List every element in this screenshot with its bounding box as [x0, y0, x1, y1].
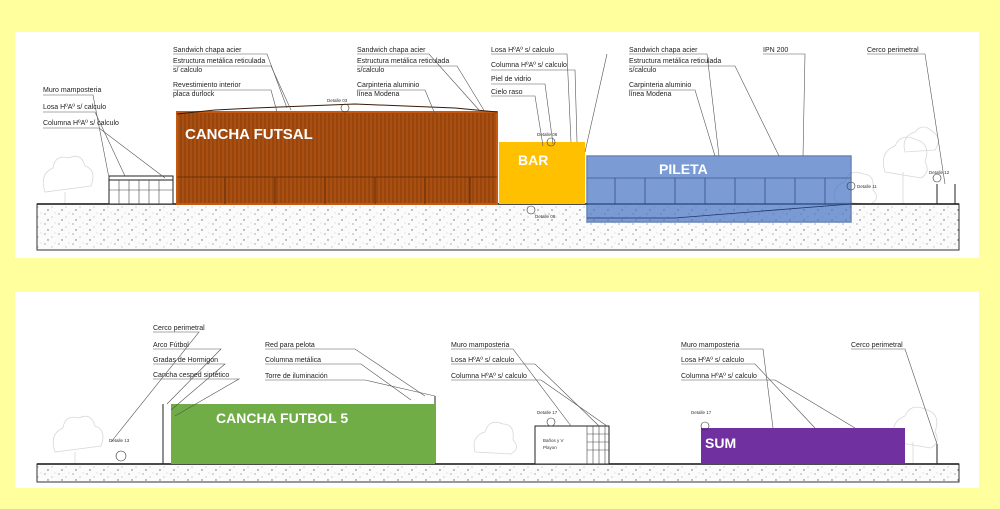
- label-cerco-left: Cerco perimetral: [153, 325, 205, 332]
- label-sandwich: Sandwich chapa acier: [173, 47, 242, 54]
- detail-11: Detalle 11: [857, 184, 877, 189]
- annotation-labels-bottom: Cerco perimetral Arco Fútbol Gradas de H…: [153, 325, 903, 380]
- zone-cancha-futbol-5[interactable]: CANCHA FUTBOL 5: [162, 396, 436, 464]
- label-modena-3: línea Modena: [629, 91, 672, 98]
- label-columna-mid: Columna HºAº s/ calculo: [451, 373, 527, 380]
- annotation-labels-top: Muro mamposteria Losa HºAº s/ calculo Co…: [43, 47, 919, 127]
- label-columna-bar: Columna HºAº s/ calculo: [491, 62, 567, 69]
- label-estructura-calc: s/ calculo: [173, 67, 202, 74]
- label-columna-right: Columna HºAº s/ calculo: [681, 373, 757, 380]
- label-modena: línea Modena: [357, 91, 400, 98]
- detail-06: Detalle 06: [537, 132, 558, 137]
- label-losa-bar: Losa HºAº s/ calculo: [491, 47, 554, 54]
- zone-label-futsal: CANCHA FUTSAL: [185, 126, 313, 143]
- elevation-drawing-bottom: CANCHA FUTBOL 5 Baños y V Playon SUM: [36, 325, 960, 483]
- zone-label-pileta: PILETA: [659, 161, 708, 177]
- zone-label-sum: SUM: [705, 435, 736, 451]
- label-muro: Muro mamposteria: [43, 87, 101, 94]
- detail-markers-top: Detalle 03 Detalle 06 Detalle 08 Detalle…: [327, 98, 950, 219]
- zone-sum[interactable]: SUM: [701, 428, 905, 464]
- label-losa: Losa HºAº s/ calculo: [43, 104, 106, 111]
- label-cerco: Cerco perimetral: [867, 47, 919, 54]
- label-sandwich-3: Sandwich chapa acier: [629, 47, 698, 54]
- detail-17a: Detalle 17: [537, 410, 558, 415]
- left-building: [108, 175, 174, 205]
- label-cielo-raso: Cielo raso: [491, 89, 523, 96]
- label-cesped: Cancha cesped sintético: [153, 372, 229, 379]
- label-ipn: IPN 200: [763, 47, 788, 54]
- label-playon: Playon: [543, 445, 557, 450]
- label-estructura: Estructura metálica reticulada: [173, 58, 265, 65]
- sanitary-building: Baños y V Playon: [534, 425, 610, 465]
- elevation-panel-bottom: CANCHA FUTBOL 5 Baños y V Playon SUM: [15, 292, 979, 488]
- label-banos: Baños y V: [543, 438, 564, 443]
- detail-12: Detalle 12: [929, 170, 950, 175]
- label-revestimiento: Revestimiento interior: [173, 82, 241, 89]
- detail-08: Detalle 08: [535, 214, 556, 219]
- label-torre: Torre de iluminación: [265, 373, 328, 380]
- detail-17b: Detalle 17: [691, 410, 712, 415]
- label-arco: Arco Fútbol: [153, 342, 189, 349]
- label-carpinteria-3: Carpinteria aluminio: [629, 82, 691, 89]
- label-col-metalica: Columna metálica: [265, 357, 321, 364]
- detail-03: Detalle 03: [327, 98, 348, 103]
- label-red: Red para pelota: [265, 342, 315, 349]
- label-durlock: placa durlock: [173, 91, 215, 98]
- label-piel-vidrio: Piel de vidrio: [491, 76, 531, 83]
- label-estructura-2-calc: s/calculo: [357, 67, 384, 74]
- detail-13: Detalle 13: [109, 438, 130, 443]
- elevation-drawing-top: CANCHA FUTSAL BAR PILETA: [36, 47, 960, 251]
- label-cerco-right: Cerco perimetral: [851, 342, 903, 349]
- zone-label-bar: BAR: [518, 152, 548, 168]
- background-trees: [52, 406, 938, 464]
- label-estructura-2: Estructura metálica reticulada: [357, 58, 449, 65]
- label-estructura-3-calc: s/calculo: [629, 67, 656, 74]
- perimeter-fence-right: [936, 184, 956, 204]
- elevation-panel-top: CANCHA FUTSAL BAR PILETA: [15, 32, 979, 258]
- label-estructura-3: Estructura metálica reticulada: [629, 58, 721, 65]
- label-muro-mid: Muro mamposteria: [451, 342, 509, 349]
- zone-label-futbol-5: CANCHA FUTBOL 5: [216, 410, 348, 426]
- detail-markers-bottom: Detalle 13 Detalle 17 Detalle 17: [109, 410, 712, 462]
- label-columna: Columna HºAº s/ calculo: [43, 120, 119, 127]
- label-gradas: Gradas de Hormigon: [153, 357, 218, 364]
- label-carpinteria: Carpinteria aluminio: [357, 82, 419, 89]
- label-losa-mid: Losa HºAº s/ calculo: [451, 357, 514, 364]
- label-losa-right: Losa HºAº s/ calculo: [681, 357, 744, 364]
- label-muro-right: Muro mamposteria: [681, 342, 739, 349]
- label-sandwich-2: Sandwich chapa acier: [357, 47, 426, 54]
- zone-bar[interactable]: BAR: [499, 142, 585, 204]
- zone-cancha-futsal[interactable]: CANCHA FUTSAL: [176, 103, 498, 205]
- zone-pileta[interactable]: PILETA: [586, 155, 852, 223]
